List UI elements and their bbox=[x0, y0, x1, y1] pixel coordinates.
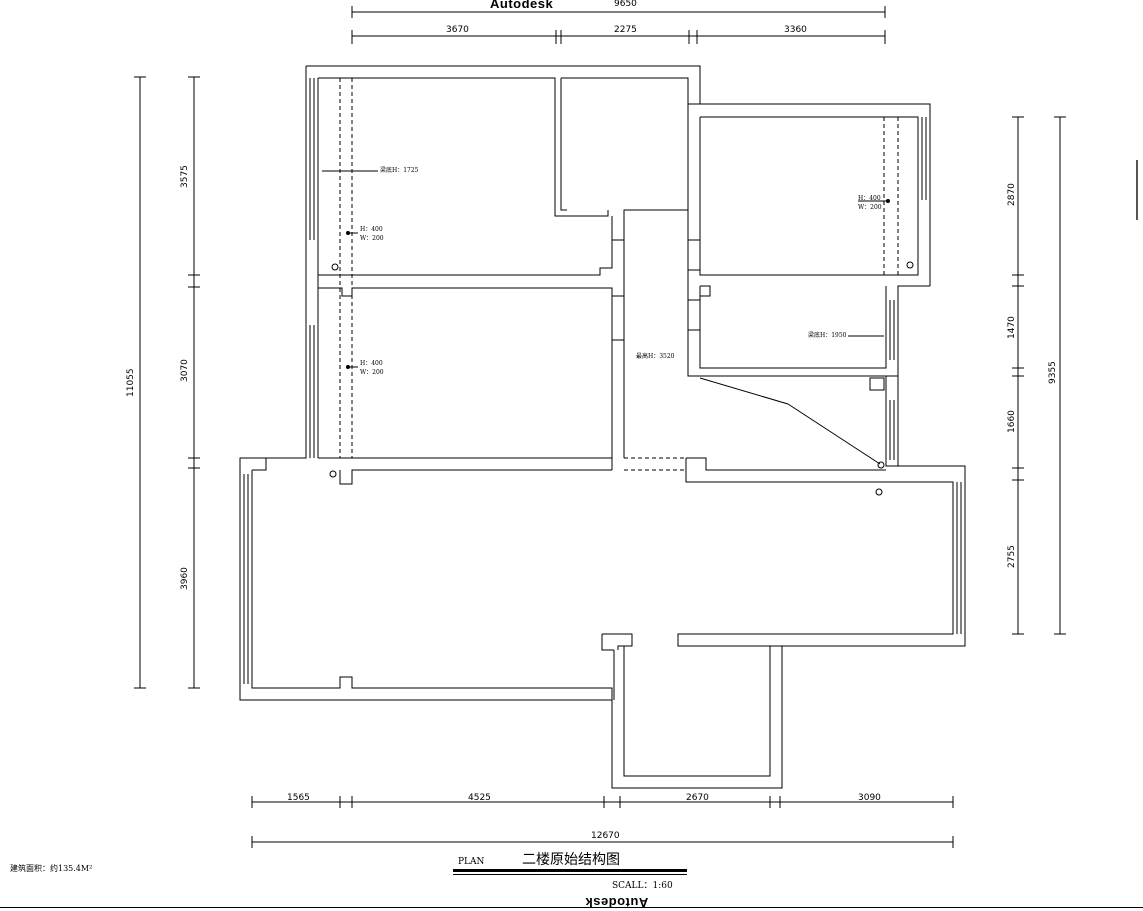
dim-top-seg-1: 3670 bbox=[446, 25, 469, 35]
dim-bottom-seg-3: 2670 bbox=[686, 793, 709, 803]
beam-dashed-lines bbox=[339, 78, 899, 471]
dim-bottom-seg-4: 3090 bbox=[858, 793, 881, 803]
plan-title: 二楼原始结构图 bbox=[522, 852, 620, 868]
beam-height-1950: 梁底H：1950 bbox=[808, 331, 847, 339]
dim-left-outer: 11055 bbox=[126, 368, 136, 397]
watermark-top: Autodesk bbox=[490, 0, 554, 11]
dim-bottom-seg-2: 4525 bbox=[468, 793, 491, 803]
dim-right-seg-2: 1470 bbox=[1007, 316, 1017, 339]
dim-top-seg-3: 3360 bbox=[784, 25, 807, 35]
dim-left-seg-2: 3070 bbox=[180, 359, 190, 382]
dim-right-seg-1: 2870 bbox=[1007, 183, 1017, 206]
pipe-circles bbox=[329, 261, 914, 496]
socket-markers bbox=[346, 199, 890, 369]
scrollbar-thumb[interactable] bbox=[1136, 160, 1138, 220]
scale-label: SCALL：1:60 bbox=[612, 881, 673, 891]
title-underline-thin bbox=[453, 874, 687, 875]
socket-h-3: H：400 bbox=[858, 195, 881, 202]
title-underline-thick bbox=[453, 869, 687, 872]
exterior-walls bbox=[239, 65, 966, 789]
frame-bottom-edge bbox=[0, 907, 1143, 908]
socket-w-2: W：200 bbox=[360, 369, 384, 376]
beam-height-1725: 梁底H：1725 bbox=[380, 166, 419, 174]
plan-label: PLAN bbox=[458, 857, 485, 867]
max-height-3520: 最高H：3520 bbox=[636, 352, 675, 360]
socket-h-1: H：400 bbox=[360, 226, 383, 233]
dim-bottom-total: 12670 bbox=[591, 831, 620, 841]
dim-top-total: 9650 bbox=[614, 0, 637, 9]
dim-right-seg-3: 1660 bbox=[1007, 410, 1017, 433]
dim-right-outer: 9355 bbox=[1048, 361, 1058, 384]
building-area-note: 建筑面积：约135.4M² bbox=[10, 864, 93, 873]
dim-bottom-seg-1: 1565 bbox=[287, 793, 310, 803]
socket-w-3: W：200 bbox=[858, 204, 882, 211]
dim-right-seg-4: 2755 bbox=[1007, 545, 1017, 568]
dim-left-seg-3: 3960 bbox=[180, 567, 190, 590]
dim-top-seg-2: 2275 bbox=[614, 25, 637, 35]
socket-h-2: H：400 bbox=[360, 360, 383, 367]
socket-w-1: W：200 bbox=[360, 235, 384, 242]
dimension-lines bbox=[134, 6, 1066, 848]
annotation-leaders bbox=[322, 170, 888, 368]
dim-left-seg-1: 3575 bbox=[180, 165, 190, 188]
